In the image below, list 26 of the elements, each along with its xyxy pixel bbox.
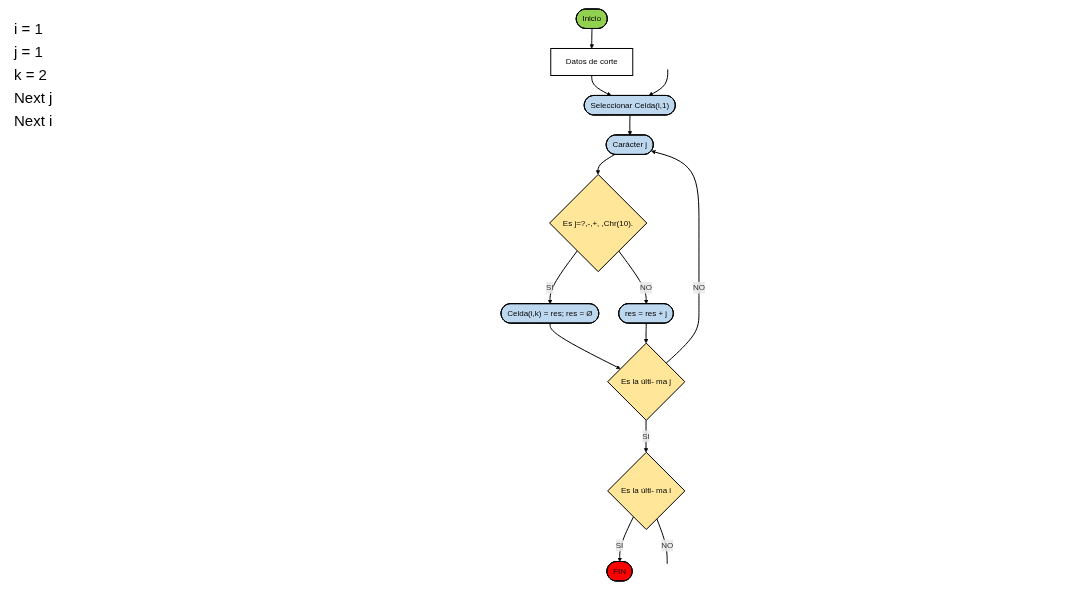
arrow [549, 322, 621, 369]
note-text: k = 2 [14, 66, 48, 83]
node-diamond: Es la últi- ma j [607, 342, 686, 421]
node-diamond: Es j=?,-,+, ,Chr(10). [549, 173, 648, 273]
edge-label: SI [642, 431, 650, 441]
arrow [589, 28, 594, 49]
note-text: j = 1 [14, 43, 44, 60]
note-text: i = 1 [14, 20, 44, 37]
arrow [595, 154, 616, 175]
arrow [651, 150, 700, 364]
edge-label: SI [546, 283, 554, 292]
edge-label: NO [640, 283, 653, 292]
node-diamond: Es la últi- ma i [607, 451, 686, 530]
note-text: Next j [14, 89, 54, 106]
arrow [617, 516, 634, 562]
arrow [627, 114, 633, 136]
arrow [547, 250, 578, 305]
arrow [618, 250, 649, 305]
arrow [643, 322, 649, 344]
edge-label: SI [615, 541, 624, 550]
arrow [591, 74, 612, 96]
edge-label: NO [692, 283, 705, 292]
arrow [648, 69, 669, 96]
node-box: Datos de corte [550, 48, 634, 76]
edge-label: NO [661, 541, 674, 550]
note-text: Next i [14, 112, 54, 129]
